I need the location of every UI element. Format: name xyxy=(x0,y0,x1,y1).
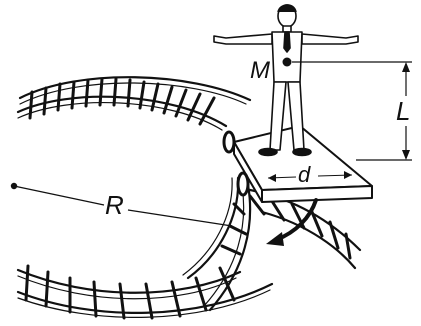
person-right-arm xyxy=(301,33,359,45)
inner-rail xyxy=(18,76,252,102)
inner-rail-lower-edge xyxy=(182,177,233,276)
wheel-rear xyxy=(222,130,236,154)
height-label: L xyxy=(396,96,410,126)
radius-line-right xyxy=(127,209,233,227)
mass-label: M xyxy=(250,57,270,84)
right-rail-2 xyxy=(260,210,357,270)
person-tie xyxy=(283,31,291,53)
outer-rail-lower-edge xyxy=(203,185,245,307)
circular-track xyxy=(16,76,362,320)
height-dimension xyxy=(292,61,412,161)
outer-rail-edge xyxy=(17,102,223,131)
person-hair xyxy=(277,4,297,13)
railcar-platform xyxy=(222,125,373,203)
front-rail xyxy=(16,268,242,294)
standing-person xyxy=(213,4,359,157)
person-right-shoe xyxy=(292,147,312,157)
radius-line-left xyxy=(13,185,105,206)
sleepers-right xyxy=(220,194,352,260)
front-rail-2 xyxy=(16,282,274,314)
outer-rail xyxy=(16,95,228,128)
radius-label: R xyxy=(105,190,124,220)
person-left-arm xyxy=(213,33,273,45)
front-rail-2-edge xyxy=(17,289,271,318)
motion-arrow xyxy=(266,198,318,246)
width-arrow-left xyxy=(268,174,276,182)
sleepers-lower xyxy=(24,264,236,320)
front-rail-edge xyxy=(17,275,237,300)
width-arrow-right xyxy=(344,171,352,179)
inner-rail-lower xyxy=(186,176,240,280)
person-left-shoe xyxy=(258,147,278,157)
width-label: d xyxy=(298,162,311,187)
center-of-mass-dot xyxy=(282,57,292,67)
sleepers-upper xyxy=(28,77,216,126)
outer-rail-lower xyxy=(208,183,252,312)
person-left-leg xyxy=(269,81,287,151)
wheel-front xyxy=(236,171,250,197)
platform-side xyxy=(233,141,263,203)
